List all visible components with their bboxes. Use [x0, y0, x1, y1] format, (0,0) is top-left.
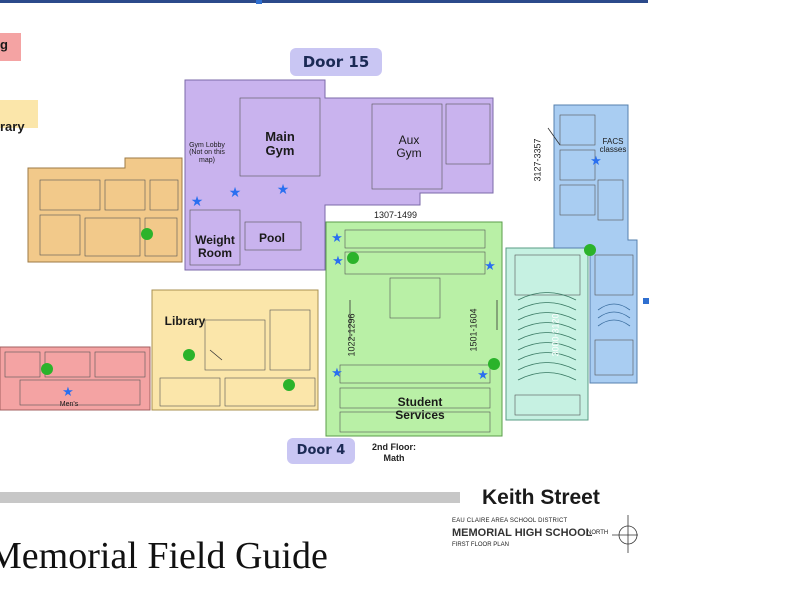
door-4-label: Door 4 [287, 438, 355, 464]
hall-range-3000: 3000-3120 [550, 313, 561, 357]
second-floor-line1: 2nd Floor: [372, 442, 416, 452]
hall-range-1307: 1307-1499 [374, 210, 418, 220]
zone-blue-east [553, 104, 638, 384]
main-gym-line1: Main [265, 129, 295, 144]
divider-bar [0, 492, 460, 503]
auditorium-seating [517, 292, 577, 381]
pool-label: Pool [259, 231, 285, 245]
door-15-label: Door 15 [290, 48, 382, 76]
zone-purple-gyms [184, 79, 494, 271]
library-label: Library [164, 314, 206, 328]
legend-label-library: rary [0, 119, 25, 134]
marker-green [41, 363, 53, 375]
aux-gym-line2: Gym [396, 145, 422, 160]
star-marker: ★ [229, 184, 242, 200]
aux-gym-label: Aux Gym [388, 134, 430, 159]
second-floor-line2: Math [383, 453, 405, 464]
marker-group-green [41, 228, 596, 391]
gym-lobby-line1: Gym Lobby [189, 142, 225, 149]
star-marker: ★ [277, 181, 290, 197]
marker-green [584, 244, 596, 256]
star-marker: ★ [590, 153, 602, 168]
legend-label-red: g [0, 37, 8, 52]
resize-handle-right[interactable] [643, 298, 649, 304]
star-marker: ★ [332, 253, 344, 268]
window-top-border [0, 0, 648, 3]
street-label: Keith Street [482, 486, 600, 509]
facs-line1: FACS [602, 137, 624, 146]
north-label: NORTH [587, 530, 609, 536]
gym-lobby-line3: map) [199, 156, 215, 164]
star-marker: ★ [331, 230, 343, 245]
zone-green-center [325, 221, 503, 437]
floor-plan-label: FIRST FLOOR PLAN [452, 542, 509, 548]
east-seating [597, 303, 631, 327]
star-marker: ★ [477, 367, 489, 382]
marker-green [283, 379, 295, 391]
star-marker: ★ [62, 384, 74, 399]
aux-gym-line1: Aux [398, 133, 420, 147]
star-marker: ★ [331, 365, 343, 380]
gym-lobby-label: Gym Lobby (Not on this map) [186, 142, 228, 164]
gym-lobby-line2: (Not on this [189, 149, 225, 157]
marker-group-star: ★ ★ ★ ★ ★ ★ ★ ★ ★ ★ [62, 153, 602, 399]
zone-teal-auditorium [505, 247, 589, 421]
marker-green [488, 358, 500, 370]
district-label: EAU CLAIRE AREA SCHOOL DISTRICT [452, 518, 568, 524]
marker-green [347, 252, 359, 264]
legend-red-swatch [0, 33, 21, 61]
hall-range-3127: 3127-3357 [532, 138, 543, 182]
weight-room-line1: Weight [195, 233, 235, 247]
hall-range-1022: 1022-1296 [346, 313, 357, 357]
field-guide-title: Memorial Field Guide [0, 535, 328, 577]
north-arrow [612, 515, 638, 553]
star-marker: ★ [484, 258, 496, 273]
marker-green [183, 349, 195, 361]
main-gym-line2: Gym [265, 142, 295, 158]
hall-range-1501: 1501-1604 [468, 308, 479, 352]
legend-yellow-swatch [0, 100, 38, 128]
star-marker: ★ [191, 193, 204, 209]
mens-room-label: Men's [59, 401, 79, 408]
facs-label: FACS classes [596, 137, 630, 155]
school-name: MEMORIAL HIGH SCHOOL [452, 527, 593, 539]
zone-yellow-library [151, 289, 319, 411]
weight-room-label: Weight Room [190, 234, 240, 259]
main-gym-label: Main Gym [255, 130, 305, 157]
facs-line2: classes [599, 145, 627, 155]
room-outlines [4, 97, 634, 433]
second-floor-note: 2nd Floor: Math [372, 442, 416, 465]
student-services-line1: Student [397, 395, 443, 409]
resize-handle-top[interactable] [256, 0, 262, 4]
student-services-label: Student Services [390, 396, 450, 421]
weight-room-line2: Room [198, 245, 232, 260]
student-services-line2: Services [395, 407, 445, 422]
zone-red-west [0, 346, 151, 411]
marker-green [141, 228, 153, 240]
